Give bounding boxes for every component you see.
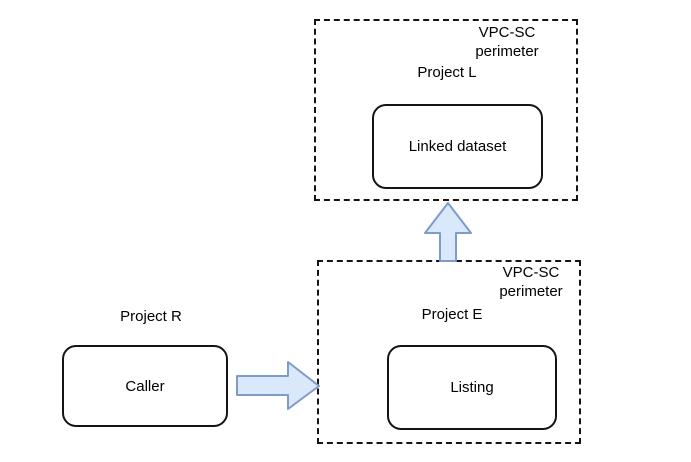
arrow-caller-to-listing-icon bbox=[236, 361, 320, 410]
caller-node: Caller bbox=[62, 345, 228, 427]
vpc-sc-perimeter-label-top: VPC-SC perimeter bbox=[475, 24, 539, 60]
arrow-listing-to-linked-dataset-icon bbox=[424, 202, 472, 262]
project-l-label: Project L bbox=[417, 64, 477, 81]
linked-dataset-label: Linked dataset bbox=[408, 138, 507, 155]
vpc-sc-perimeter-label-bottom: VPC-SC perimeter bbox=[499, 264, 563, 300]
project-r-label: Project R bbox=[120, 308, 182, 325]
vpc-sc-perimeter-project-l bbox=[314, 19, 578, 201]
linked-dataset-node: Linked dataset bbox=[372, 104, 543, 189]
right-block-arrow-shape bbox=[236, 361, 320, 410]
up-block-arrow-shape bbox=[424, 202, 472, 262]
project-e-label: Project E bbox=[421, 306, 483, 323]
listing-label: Listing bbox=[450, 379, 494, 396]
caller-label: Caller bbox=[125, 377, 165, 395]
listing-node: Listing bbox=[387, 345, 557, 430]
